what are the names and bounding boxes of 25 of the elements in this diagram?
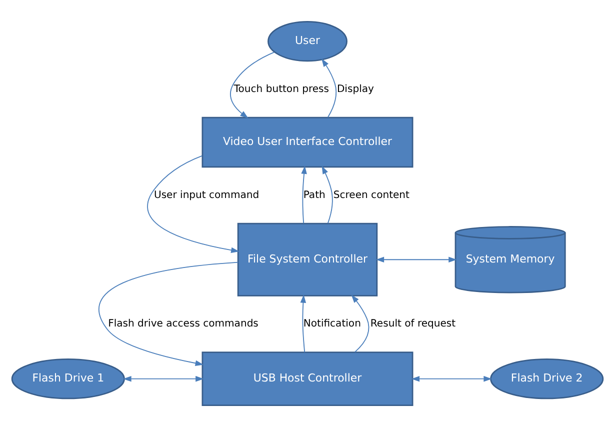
edge-label: Flash drive access commands [108,318,258,330]
edge-label: Notification [303,318,361,330]
edge-label: Display [336,83,374,94]
node-box: USB Host Controller [202,351,414,406]
edge-label: Path [303,189,326,200]
arrow [147,154,240,252]
arrow [351,294,370,352]
arrow [376,256,457,262]
edge-label: User input command [154,189,260,200]
node-ellipse: Flash Drive 2 [490,358,604,399]
edge-label: Result of request [370,318,456,330]
arrow [300,294,306,352]
node-box: File System Controller [237,222,378,296]
arrow [322,165,333,224]
arrow [98,261,238,366]
arrow [230,51,275,118]
node-box: Video User Interface Controller [202,116,414,168]
edge-label: Screen content [333,189,410,200]
arrow [123,375,204,382]
arrow [411,375,492,382]
node-ellipse: User [268,20,348,62]
arrow [322,58,337,118]
node-ellipse: Flash Drive 1 [11,358,125,399]
edge-label: Touch button press [234,83,330,94]
arrow [301,165,307,224]
